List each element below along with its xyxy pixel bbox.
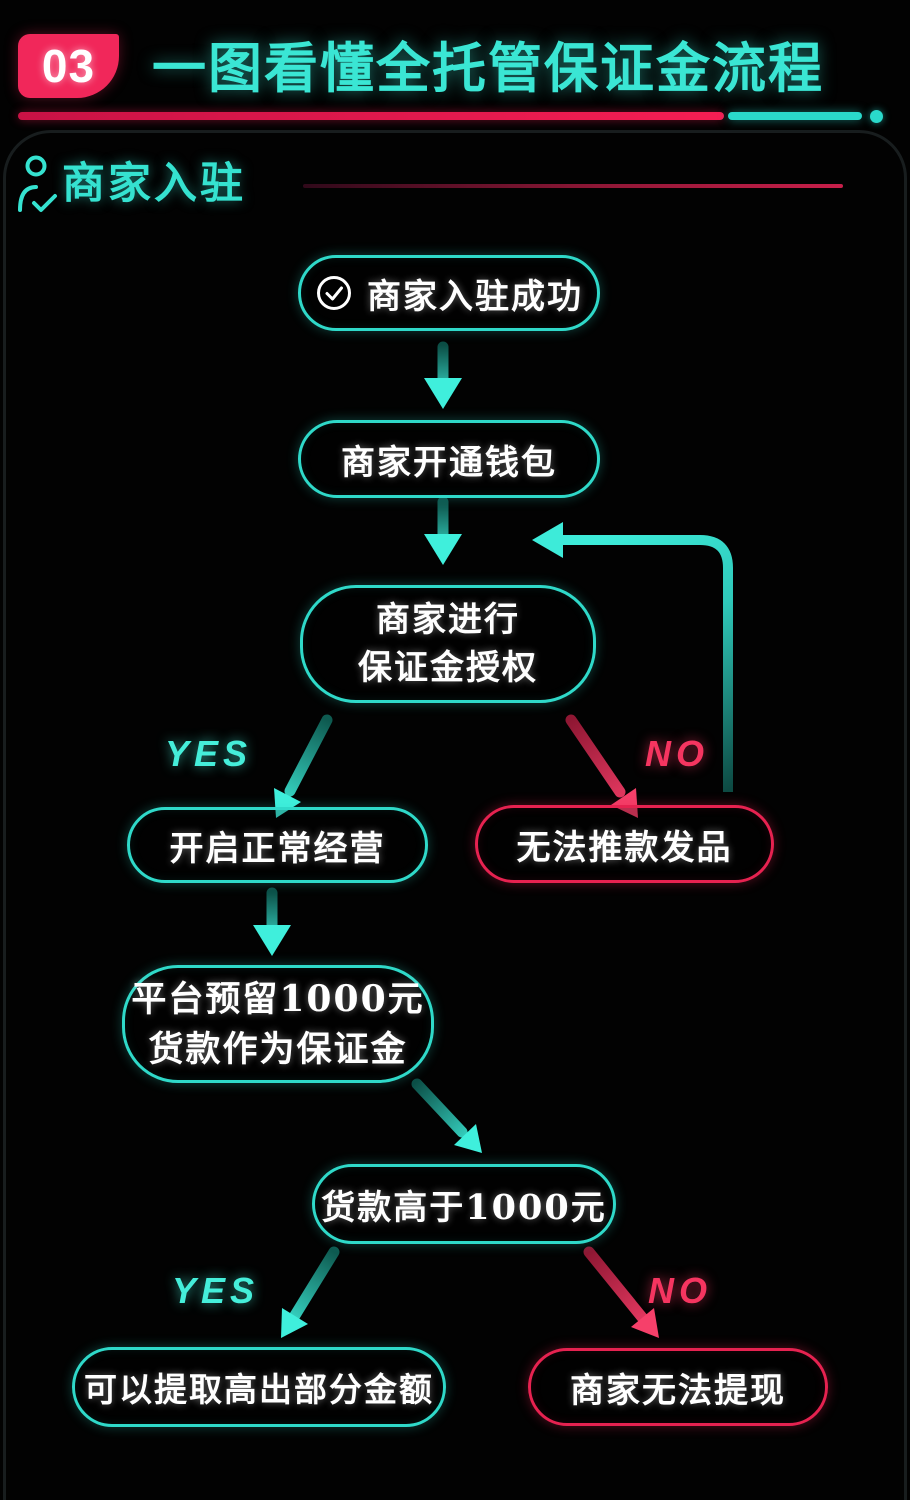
node-label: 无法推款发品 <box>516 828 733 867</box>
node-label-line1: 平台预留1000元 <box>131 977 425 1021</box>
decision-no-label-1: NO <box>645 733 709 774</box>
circle-check-icon <box>315 274 353 312</box>
section-title: 商家入驻 <box>62 160 246 208</box>
node-label: 商家开通钱包 <box>341 443 557 482</box>
node-label-line2: 保证金授权 <box>358 649 538 687</box>
node-open-wallet: 商家开通钱包 <box>298 420 600 498</box>
node-payment-above-threshold: 货款高于1000元 <box>312 1164 616 1244</box>
section-number-badge: 03 <box>18 34 119 98</box>
header-divider-dot <box>870 110 883 123</box>
node-cannot-push-products: 无法推款发品 <box>475 805 774 883</box>
node-normal-operation: 开启正常经营 <box>127 807 428 883</box>
header-divider-pink-segment <box>18 112 724 120</box>
section-number: 03 <box>41 40 96 92</box>
header-divider-teal-segment <box>728 112 862 120</box>
node-withdraw-excess: 可以提取高出部分金额 <box>72 1347 446 1427</box>
decision-yes-label-1: YES <box>165 733 253 774</box>
node-label-line1: 商家进行 <box>376 600 520 639</box>
section-panel-outline <box>3 130 907 1500</box>
node-label: 可以提取高出部分金额 <box>84 1371 434 1408</box>
node-signup-success: 商家入驻成功 <box>298 255 600 331</box>
page-title: 一图看懂全托管保证金流程 <box>152 39 824 99</box>
section-title-rule <box>303 184 843 188</box>
decision-yes-label-2: YES <box>172 1270 260 1311</box>
node-label: 商家无法提现 <box>570 1371 786 1410</box>
node-platform-reserve: 平台预留1000元 货款作为保证金 <box>122 965 434 1083</box>
node-label: 开启正常经营 <box>169 829 386 868</box>
node-label: 货款高于1000元 <box>321 1186 607 1228</box>
node-label-line2: 货款作为保证金 <box>148 1030 408 1069</box>
node-cannot-withdraw: 商家无法提现 <box>528 1348 828 1426</box>
node-deposit-authorization: 商家进行 保证金授权 <box>300 585 596 703</box>
person-check-icon <box>12 154 60 219</box>
decision-no-label-2: NO <box>648 1270 712 1311</box>
node-label: 商家入驻成功 <box>367 277 583 316</box>
